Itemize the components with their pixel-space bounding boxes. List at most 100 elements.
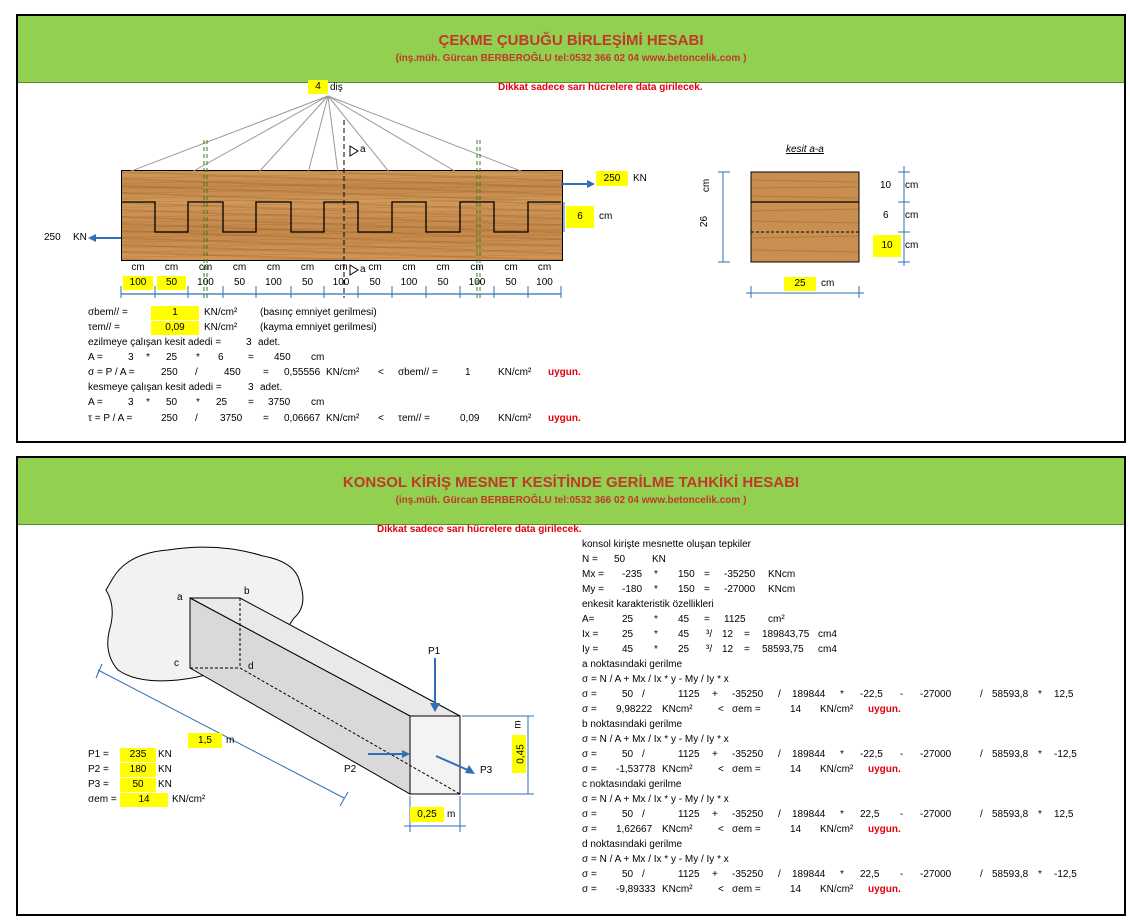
width-cell[interactable]: 0,25 [410,807,444,822]
section-height-value: 26 [699,215,711,228]
calc-line: σ =50/1125+-35250/189844*-22,5--27000/58… [582,749,1077,760]
dim-unit: cm [402,262,416,273]
corner-b: b [244,586,250,597]
data-entry-warning: Dikkat sadece sarı hücrelere data girile… [498,82,703,93]
length-cell[interactable]: 1,5 [188,733,222,748]
tension-bar-panel: ÇEKME ÇUBUĞU BİRLEŞİMİ HESABI (inş.müh. … [16,14,1126,443]
section-mid-unit: cm [905,210,919,221]
corner-d: d [248,661,254,672]
section-bottom-cell[interactable]: 10 [873,235,901,257]
calc-line: σ = N / A + Mx / Ix * y - My / Iy * x [582,854,729,865]
calc-line: σ = N / A + Mx / Ix * y - My / Iy * x [582,794,729,805]
calc-line: σ =50/1125+-35250/189844*22,5--27000/585… [582,809,1074,820]
depth-unit: cm [599,211,613,222]
depth-cell[interactable]: 6 [566,206,594,228]
dim-unit: cm [537,262,552,273]
panel-header: KONSOL KİRİŞ MESNET KESİTİNDE GERİLME TA… [18,458,1124,525]
dim-value: 100 [265,277,282,288]
load-p3-label: P3 [480,765,493,776]
force-right-cell[interactable]: 250 [596,171,628,186]
p1-value-cell[interactable]: 235 [120,748,156,762]
calc-line: konsol kirişte mesnette oluşan tepkiler [582,539,751,550]
dim-unit: cm [164,262,179,273]
page-title: ÇEKME ÇUBUĞU BİRLEŞİMİ HESABI [438,32,704,49]
p3-value-cell[interactable]: 50 [120,778,156,792]
height-cell[interactable]: 0,45 [512,735,527,773]
force-left-unit: KN [73,232,87,243]
dim-value: 50 [369,277,381,288]
section-mid-value: 6 [883,210,889,221]
status-ok: uygun. [548,413,581,424]
calc-line: a noktasındaki gerilme [582,659,683,670]
sigma-bem-cell[interactable]: 1 [151,306,199,320]
calc-line: enkesit karakteristik özellikleri [582,599,714,610]
status-ok: uygun. [868,884,901,895]
sigma-em-cell[interactable]: 14 [120,793,168,807]
dim-value[interactable]: 50 [157,276,186,290]
load-p1-label: P1 [428,646,441,657]
cut-label-top: a [360,144,366,155]
section-bottom-unit: cm [905,240,919,251]
force-right-unit: KN [633,173,647,184]
teeth-label: diş [330,82,343,93]
dim-value: 100 [332,277,350,288]
calc-line: d noktasındaki gerilme [582,839,683,850]
teeth-count-cell[interactable]: 4 [308,80,328,94]
calc-line: σ =50/1125+-35250/189844*22,5--27000/585… [582,869,1077,880]
tau-em-cell[interactable]: 0,09 [151,321,199,335]
section-width-cell[interactable]: 25 [784,277,816,291]
cut-label-bottom: a [360,264,366,275]
status-ok: uygun. [868,824,901,835]
dim-value: 100 [197,277,214,288]
cantilever-panel: KONSOL KİRİŞ MESNET KESİTİNDE GERİLME TA… [16,456,1126,916]
status-ok: uygun. [868,704,901,715]
page-title: KONSOL KİRİŞ MESNET KESİTİNDE GERİLME TA… [342,474,800,491]
dim-unit: cm [504,262,518,273]
calc-line: σ =50/1125+-35250/189844*-22,5--27000/58… [582,689,1074,700]
corner-c: c [174,658,179,669]
dim-value: 50 [301,277,314,288]
dim-unit: cm [470,262,484,273]
length-unit: m [226,735,235,746]
dim-value: 50 [505,277,517,288]
dim-unit: cm [266,262,281,273]
height-value-text: 0,45 [515,744,527,764]
calc-line: σ = N / A + Mx / Ix * y - My / Iy * x [582,674,729,685]
timber-bottom [121,200,563,261]
section-height-unit: cm [701,178,713,193]
dim-unit: cm [131,262,145,273]
section-top-unit: cm [905,180,919,191]
dim-value: 100 [400,277,418,288]
calc-line: b noktasındaki gerilme [582,719,683,730]
section-title: kesit a-a [786,144,824,155]
author-line: (inş.müh. Gürcan BERBEROĞLU tel:0532 366… [395,495,747,506]
dim-unit: cm [436,262,450,273]
section-top-value: 10 [880,180,892,191]
dim-unit: cm [198,262,213,273]
tension-bar-drawing [88,95,910,298]
timber-top [121,170,563,201]
corner-a: a [177,592,183,603]
p2-value-cell[interactable]: 180 [120,763,156,777]
height-unit: m [512,720,524,729]
width-unit: m [447,809,456,820]
dim-unit: cm [334,262,348,273]
author-line: (inş.müh. Gürcan BERBEROĞLU tel:0532 366… [395,53,747,64]
cantilever-drawing [95,546,534,832]
force-left-value: 250 [44,232,61,243]
data-entry-warning: Dikkat sadece sarı hücrelere data girile… [377,524,582,535]
dim-unit: cm [232,262,247,273]
dim-value: 50 [233,277,246,288]
dim-value: 100 [536,277,553,288]
dim-value[interactable]: 100 [123,276,153,290]
dim-unit: cm [368,262,382,273]
